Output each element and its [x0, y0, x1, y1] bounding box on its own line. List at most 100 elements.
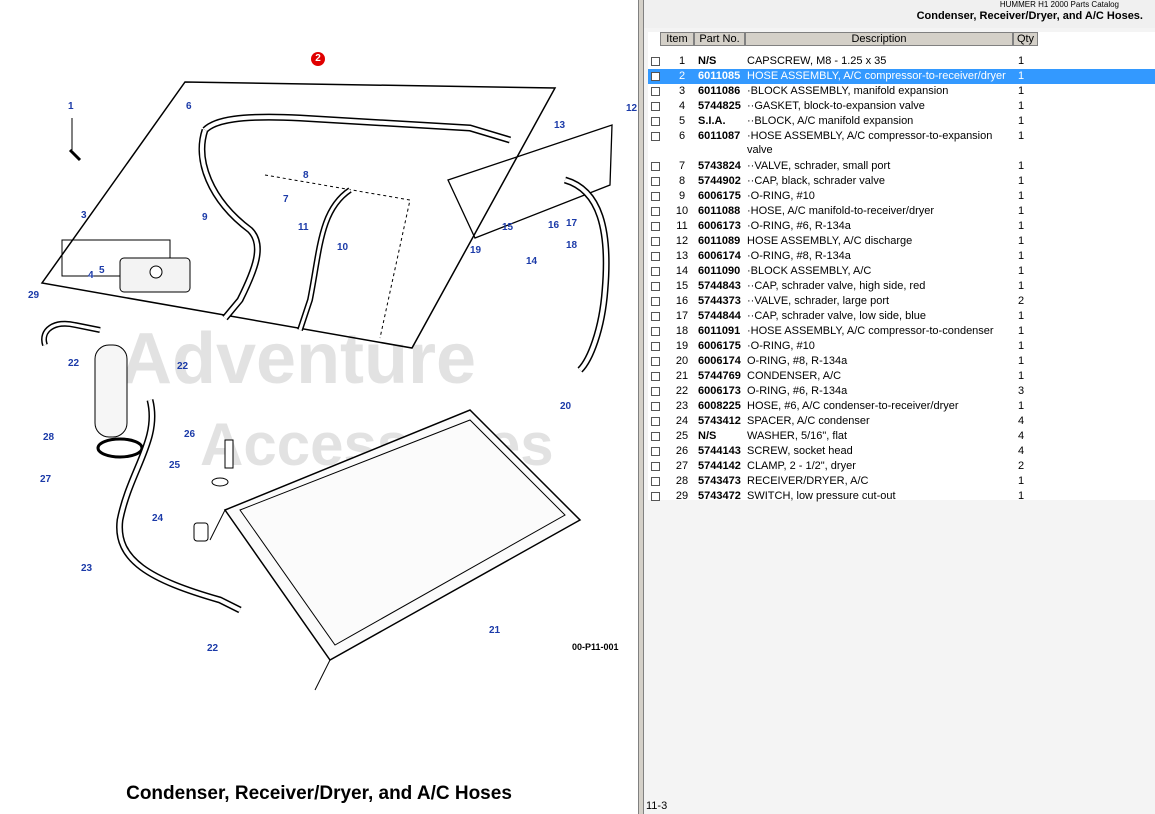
callout-17[interactable]: 17 [566, 218, 578, 229]
row-part-number: N/S [698, 55, 717, 67]
col-header-qty[interactable]: Qty [1013, 32, 1038, 46]
callout-1[interactable]: 1 [68, 101, 74, 112]
callout-5[interactable]: 5 [99, 265, 105, 276]
callout-6[interactable]: 6 [186, 101, 192, 112]
row-checkbox[interactable] [651, 102, 660, 111]
row-checkbox[interactable] [651, 462, 660, 471]
row-checkbox[interactable] [651, 177, 660, 186]
col-header-description[interactable]: Description [745, 32, 1013, 46]
drawing-code: 00-P11-001 [572, 642, 619, 652]
callout-22b[interactable]: 22 [177, 361, 189, 372]
row-checkbox[interactable] [651, 432, 660, 441]
row-checkbox[interactable] [651, 342, 660, 351]
callout-15[interactable]: 15 [502, 222, 514, 233]
pane-splitter[interactable] [638, 0, 644, 814]
row-checkbox[interactable] [651, 162, 660, 171]
col-header-part-no[interactable]: Part No. [694, 32, 745, 46]
row-checkbox[interactable] [651, 477, 660, 486]
callout-25[interactable]: 25 [169, 460, 181, 471]
callout-18[interactable]: 18 [566, 240, 578, 251]
callout-3[interactable]: 3 [81, 210, 87, 221]
row-checkbox[interactable] [651, 222, 660, 231]
callout-7[interactable]: 7 [283, 194, 289, 205]
callout-24[interactable]: 24 [152, 513, 164, 524]
row-checkbox[interactable] [651, 327, 660, 336]
callout-14[interactable]: 14 [526, 256, 538, 267]
callout-19[interactable]: 19 [470, 245, 482, 256]
callout-23[interactable]: 23 [81, 563, 93, 574]
callout-16[interactable]: 16 [548, 220, 560, 231]
callout-21[interactable]: 21 [489, 625, 501, 636]
row-checkbox[interactable] [651, 492, 660, 501]
callout-2-selected[interactable]: 2 [311, 52, 325, 66]
callout-8[interactable]: 8 [303, 170, 309, 181]
row-description: ··CAP, schrader valve, low side, blue [747, 310, 926, 322]
callout-13[interactable]: 13 [554, 120, 566, 131]
row-checkbox[interactable] [651, 402, 660, 411]
row-item-number: 28 [675, 475, 689, 487]
row-checkbox[interactable] [651, 72, 660, 81]
row-checkbox[interactable] [651, 447, 660, 456]
callout-11[interactable]: 11 [298, 222, 309, 233]
callout-29[interactable]: 29 [28, 290, 40, 301]
row-checkbox[interactable] [651, 282, 660, 291]
row-checkbox[interactable] [651, 192, 660, 201]
row-checkbox[interactable] [651, 372, 660, 381]
row-checkbox[interactable] [651, 267, 660, 276]
row-checkbox[interactable] [651, 417, 660, 426]
row-checkbox[interactable] [651, 297, 660, 306]
row-item-number: 21 [675, 370, 689, 382]
callout-27[interactable]: 27 [40, 474, 52, 485]
row-checkbox[interactable] [651, 57, 660, 66]
row-quantity: 1 [1018, 235, 1025, 247]
row-checkbox[interactable] [651, 357, 660, 366]
callout-22c[interactable]: 22 [207, 643, 219, 654]
callout-22a[interactable]: 22 [68, 358, 80, 369]
row-checkbox[interactable] [651, 387, 660, 396]
row-checkbox[interactable] [651, 312, 660, 321]
row-checkbox[interactable] [651, 237, 660, 246]
row-checkbox[interactable] [651, 252, 660, 261]
callout-4[interactable]: 4 [88, 270, 94, 281]
row-checkbox[interactable] [651, 87, 660, 96]
callout-20[interactable]: 20 [560, 401, 572, 412]
callout-28[interactable]: 28 [43, 432, 55, 443]
callout-9[interactable]: 9 [202, 212, 208, 223]
row-checkbox[interactable] [651, 132, 660, 141]
row-checkbox[interactable] [651, 117, 660, 126]
col-header-item[interactable]: Item [660, 32, 694, 46]
callout-10[interactable]: 10 [337, 242, 349, 253]
callout-12[interactable]: 12 [626, 103, 638, 114]
row-checkbox[interactable] [651, 207, 660, 216]
callout-26[interactable]: 26 [184, 429, 196, 440]
